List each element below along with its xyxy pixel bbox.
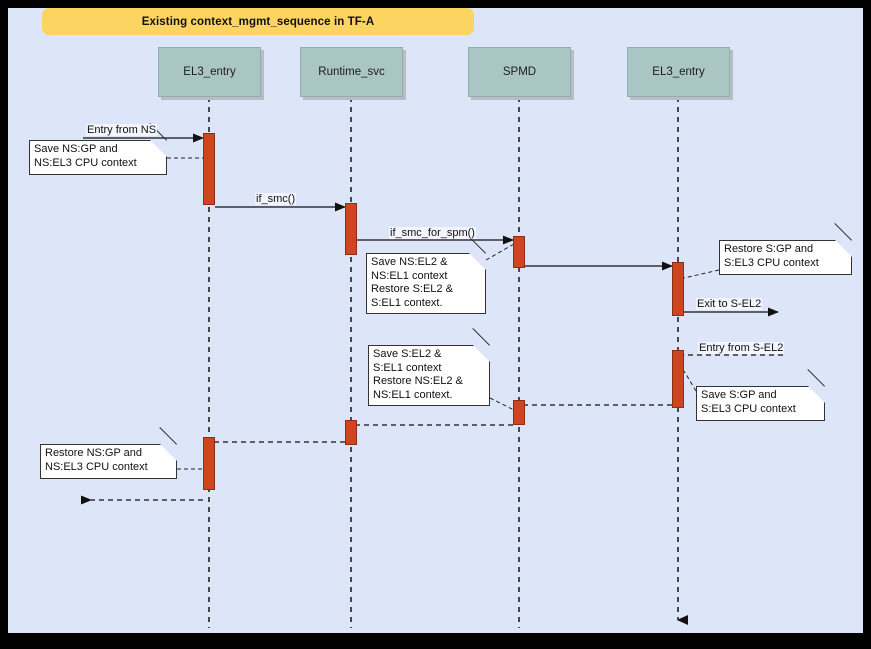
note-restore-ns-gp: Restore NS:GP and NS:EL3 CPU context <box>40 427 177 479</box>
note-save-s-el2-restore-ns-el2: Save S:EL2 & S:EL1 context Restore NS:EL… <box>368 328 490 406</box>
note-fold-icon <box>150 140 167 157</box>
diagram-frame: Existing context_mgmt_sequence in TF-A E… <box>8 8 863 633</box>
lifeline-header-spmd[interactable]: SPMD <box>468 47 571 97</box>
el3-entry-s-activation-1 <box>672 262 684 316</box>
note-save-ns-gp-text: Save NS:GP and NS:EL3 CPU context <box>34 143 137 169</box>
note-save-ns-el2-restore-s-el2-text: Save NS:EL2 & NS:EL1 context Restore S:E… <box>371 256 453 309</box>
message-if-smc-label: if_smc() <box>255 193 297 205</box>
note-fold-icon <box>835 240 852 257</box>
runtime-svc-activation-1 <box>345 203 357 255</box>
lifeline-header-el3_entry_s[interactable]: EL3_entry <box>627 47 730 97</box>
el3-entry-ns-activation-1 <box>203 133 215 205</box>
note-restore-s-gp-text: Restore S:GP and S:EL3 CPU context <box>724 243 819 269</box>
note-save-s-gp: Save S:GP and S:EL3 CPU context <box>696 369 825 421</box>
note-save-ns-el2-restore-s-el2-anchor <box>485 243 515 261</box>
sequence-diagram-canvas <box>81 97 783 628</box>
lifeline-header-label: EL3_entry <box>183 66 236 78</box>
el3-entry-ns-activation-2 <box>203 437 215 490</box>
note-save-s-el2-restore-ns-el2-anchor <box>489 397 515 411</box>
message-entry-from-s-el2-label: Entry from S-EL2 <box>698 342 785 354</box>
note-restore-ns-gp-text: Restore NS:GP and NS:EL3 CPU context <box>45 447 148 473</box>
lifeline-header-label: EL3_entry <box>652 66 705 78</box>
lifeline-header-runtime_svc[interactable]: Runtime_svc <box>300 47 403 97</box>
note-save-s-gp-text: Save S:GP and S:EL3 CPU context <box>701 389 796 415</box>
note-restore-s-gp: Restore S:GP and S:EL3 CPU context <box>719 223 852 275</box>
message-entry-from-ns-label: Entry from NS <box>86 124 158 136</box>
note-restore-s-gp-anchor <box>683 269 720 279</box>
note-save-ns-gp: Save NS:GP and NS:EL3 CPU context <box>29 123 167 175</box>
note-fold-icon <box>473 345 490 362</box>
message-arrows <box>81 133 783 505</box>
note-save-s-el2-restore-ns-el2-text: Save S:EL2 & S:EL1 context Restore NS:EL… <box>373 348 463 401</box>
note-fold-icon <box>160 444 177 461</box>
diagram-title-banner: Existing context_mgmt_sequence in TF-A <box>42 8 474 35</box>
note-save-ns-el2-restore-s-el2: Save NS:EL2 & NS:EL1 context Restore S:E… <box>366 236 486 314</box>
el3-entry-s-activation-2 <box>672 350 684 408</box>
spmd-activation-1 <box>513 236 525 268</box>
note-fold-icon <box>469 253 486 270</box>
note-fold-icon <box>808 386 825 403</box>
lifeline-header-el3_entry_ns[interactable]: EL3_entry <box>158 47 261 97</box>
note-save-s-gp-anchor <box>683 370 697 392</box>
note-anchor-lines <box>167 157 720 470</box>
diagram-title: Existing context_mgmt_sequence in TF-A <box>141 15 375 28</box>
message-exit-to-s-el2-label: Exit to S-EL2 <box>696 298 763 310</box>
lifeline-header-label: SPMD <box>502 66 537 78</box>
spmd-activation-2 <box>513 400 525 425</box>
runtime-svc-activation-2 <box>345 420 357 445</box>
message-if-smc-for-spm-label: if_smc_for_spm() <box>389 227 476 239</box>
lifeline-header-label: Runtime_svc <box>318 66 385 78</box>
